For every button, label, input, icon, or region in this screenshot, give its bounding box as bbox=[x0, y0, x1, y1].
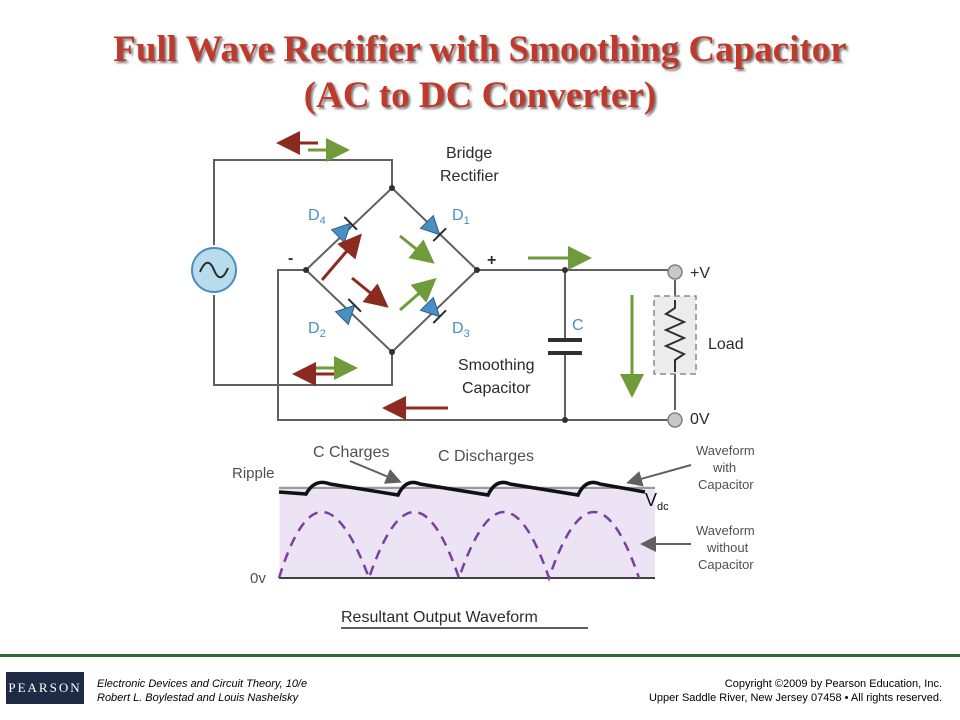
c-charges-label: C Charges bbox=[313, 444, 389, 461]
pearson-logo: PEARSON bbox=[6, 672, 84, 704]
ripple-label: Ripple bbox=[232, 465, 275, 482]
vzero-label: 0V bbox=[690, 411, 710, 428]
circuit-diagram: Bridge Rectifier Smoothing Capacitor Loa… bbox=[191, 131, 755, 629]
c-discharges-label: C Discharges bbox=[438, 448, 534, 465]
without-cap-line2: without bbox=[706, 540, 749, 555]
caption-label: Resultant Output Waveform bbox=[341, 609, 538, 626]
copyright-line2: Upper Saddle River, New Jersey 07458 • A… bbox=[648, 692, 942, 704]
vdc-label: Vdc bbox=[645, 490, 669, 513]
vplus-label: +V bbox=[690, 265, 710, 282]
d3-label: D3 bbox=[452, 320, 470, 340]
with-cap-line3: Capacitor bbox=[698, 477, 754, 492]
capacitor-icon bbox=[548, 338, 582, 355]
slide-title-line1: Full Wave Rectifier with Smoothing Capac… bbox=[113, 29, 847, 70]
plus-label: + bbox=[487, 252, 496, 269]
smoothing-label-line1: Smoothing bbox=[458, 357, 535, 374]
without-cap-line1: Waveform bbox=[696, 523, 755, 538]
ac-source-icon bbox=[191, 247, 237, 293]
d2-label: D2 bbox=[308, 320, 326, 340]
diode-d3-icon bbox=[419, 296, 447, 324]
with-cap-line1: Waveform bbox=[696, 443, 755, 458]
capacitor-label: C bbox=[572, 317, 584, 334]
footer-divider bbox=[0, 654, 960, 657]
d4-label: D4 bbox=[308, 207, 326, 227]
junction-dots bbox=[303, 185, 568, 423]
zero-v-label: 0v bbox=[250, 570, 266, 587]
smoothing-label-line2: Capacitor bbox=[462, 380, 531, 397]
book-credit-line2: Robert L. Boylestad and Louis Nashelsky bbox=[97, 692, 299, 704]
bridge-label-line1: Bridge bbox=[446, 145, 492, 162]
load-label: Load bbox=[708, 336, 744, 353]
bridge-label-line2: Rectifier bbox=[440, 168, 499, 185]
terminal-zero-icon bbox=[667, 412, 683, 428]
diode-d1-icon bbox=[419, 214, 447, 242]
d1-label: D1 bbox=[452, 207, 470, 227]
current-flow-arrows bbox=[276, 131, 644, 420]
waveform-plot bbox=[277, 480, 655, 582]
copyright-notice: Copyright ©2009 by Pearson Education, In… bbox=[649, 677, 942, 705]
book-credit-line1: Electronic Devices and Circuit Theory, 1… bbox=[97, 678, 308, 690]
circuit-wires bbox=[213, 159, 676, 421]
waveform-pointer-arrows bbox=[349, 460, 692, 552]
minus-label: - bbox=[288, 250, 293, 267]
load-resistor-icon bbox=[653, 295, 697, 375]
terminal-plus-icon bbox=[667, 264, 683, 280]
book-credit: Electronic Devices and Circuit Theory, 1… bbox=[97, 677, 307, 705]
with-cap-line2: with bbox=[712, 460, 736, 475]
copyright-line1: Copyright ©2009 by Pearson Education, In… bbox=[724, 678, 942, 690]
diode-d2-icon bbox=[334, 298, 362, 326]
slide-title-line2: (AC to DC Converter) bbox=[303, 75, 657, 116]
diode-d4-icon bbox=[330, 216, 358, 244]
without-cap-line3: Capacitor bbox=[698, 557, 754, 572]
